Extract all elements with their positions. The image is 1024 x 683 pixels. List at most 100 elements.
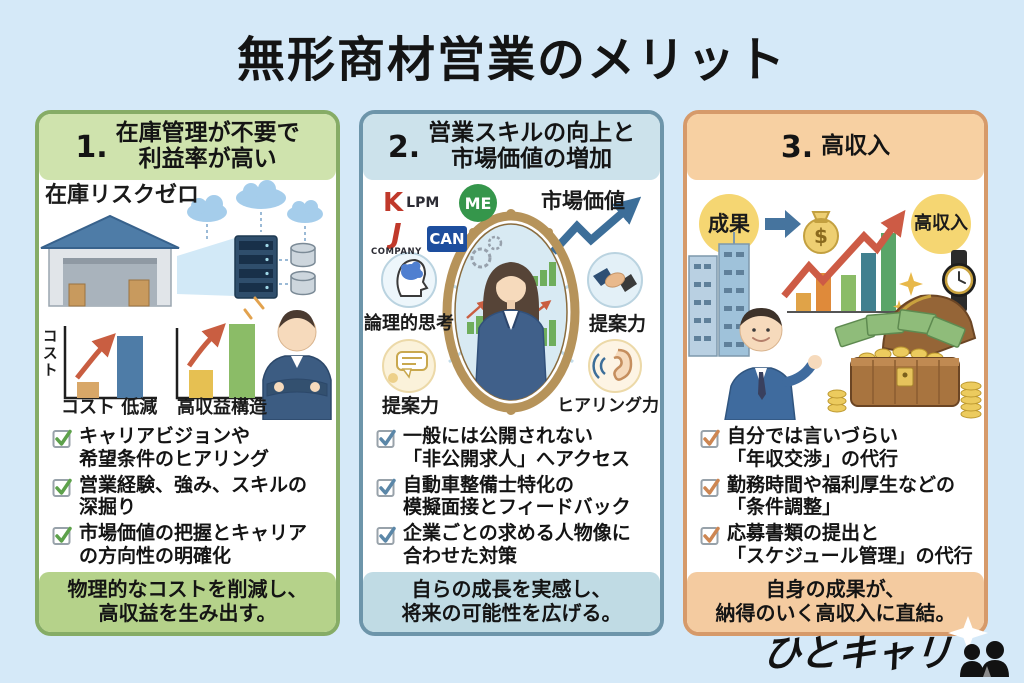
network-dashes bbox=[206, 212, 306, 285]
logo-k-letter: K bbox=[383, 188, 404, 218]
listening-ear-icon bbox=[588, 339, 642, 393]
cards-row: 1. 在庫管理が不要で 利益率が高い bbox=[35, 110, 989, 636]
card-illustration: 在庫リスクゼロ コスト コスト 低減 高収益構造 bbox=[39, 180, 336, 420]
skills-illustration-art bbox=[381, 196, 643, 415]
checklist-item: 企業ごとの求める人物像に 合わせた対策 bbox=[375, 522, 652, 568]
result-badge-label: 成果 bbox=[708, 212, 750, 236]
red-growth-arrow-icon bbox=[781, 209, 906, 299]
white-star-decoration-icon bbox=[948, 616, 988, 650]
right-arrow-icon bbox=[765, 210, 801, 238]
checklist-item: 勤務時間や福利厚生などの 「条件調整」 bbox=[699, 474, 976, 520]
cost-reduction-chart bbox=[63, 326, 157, 400]
brand-logo: ひとキャリ bbox=[761, 622, 1010, 677]
logo-j-company: J COMPANY bbox=[371, 220, 422, 257]
card-header: 2. 営業スキルの向上と 市場価値の増加 bbox=[363, 114, 660, 180]
card-heading: 高収入 bbox=[821, 133, 891, 160]
profit-chart-label: 高収益構造 bbox=[177, 397, 267, 418]
checklist-item: 応募書類の提出と 「スケジュール管理」の代行 bbox=[699, 522, 976, 568]
proposal-skill-left-label: 提案力 bbox=[382, 395, 440, 417]
income-badge-label: 高収入 bbox=[914, 213, 968, 234]
card-summary: 自身の成果が、 納得のいく高収入に直結。 bbox=[687, 572, 984, 632]
card-illustration: K LPM ME J COMPANY CAN 市場価値 論理的思考 提案力 提案… bbox=[363, 180, 660, 420]
card-inventory: 1. 在庫管理が不要で 利益率が高い bbox=[35, 110, 340, 636]
card-skills: 2. 営業スキルの向上と 市場価値の増加 bbox=[359, 110, 664, 636]
inventory-illustration-art bbox=[40, 180, 332, 420]
two-people-silhouette-icon bbox=[960, 641, 1009, 677]
coins-icon bbox=[827, 381, 982, 419]
card-header: 1. 在庫管理が不要で 利益率が高い bbox=[39, 114, 336, 180]
card-checklist: 一般には公開されない 「非公開求人」へアクセス 自動車整備士特化の 模擬面接とフ… bbox=[363, 420, 660, 572]
money-bag-icon: $ bbox=[803, 211, 839, 254]
card-number: 3. bbox=[780, 129, 814, 165]
listening-skill-label: ヒアリング力 bbox=[557, 396, 659, 416]
growth-arrow-icon bbox=[550, 196, 642, 255]
checklist-text: 営業経験、強み、スキルの 深掘り bbox=[79, 473, 308, 519]
cost-chart-label: コスト 低減 bbox=[61, 397, 158, 418]
brain-head-icon bbox=[381, 252, 437, 308]
logo-klpm: K LPM bbox=[383, 188, 439, 218]
card-summary: 自らの成長を実感し、 将来の可能性を広げる。 bbox=[363, 572, 660, 632]
warehouse-icon bbox=[40, 214, 180, 307]
checkbox-check-icon bbox=[52, 478, 72, 497]
logo-j-letter: J bbox=[391, 217, 402, 250]
logo-lpm-text: LPM bbox=[406, 195, 440, 211]
mirror-businesswoman-icon bbox=[442, 209, 580, 415]
checklist-item: 営業経験、強み、スキルの 深掘り bbox=[51, 474, 328, 520]
checklist-item: 自分では言いづらい 「年収交渉」の代行 bbox=[699, 425, 976, 471]
brand-logo-text: ひとキャリ bbox=[761, 631, 954, 675]
logo-me: ME bbox=[459, 184, 497, 222]
high-profit-chart bbox=[175, 323, 269, 400]
dollar-symbol: $ bbox=[814, 224, 828, 248]
market-value-label: 市場価値 bbox=[541, 189, 625, 213]
card-summary: 物理的なコストを削減し、 高収益を生み出す。 bbox=[39, 572, 336, 632]
cloud-icons bbox=[187, 180, 323, 223]
logo-company-text: COMPANY bbox=[371, 247, 422, 257]
card-checklist: 自分では言いづらい 「年収交渉」の代行 勤務時間や福利厚生などの 「条件調整」 … bbox=[687, 420, 984, 572]
card-header: 3. 高収入 bbox=[687, 114, 984, 180]
card-illustration: $ bbox=[687, 180, 984, 420]
checkbox-check-icon bbox=[700, 478, 720, 497]
checklist-text: 応募書類の提出と 「スケジュール管理」の代行 bbox=[727, 522, 973, 567]
logo-can: CAN bbox=[427, 226, 467, 252]
database-icon bbox=[290, 242, 316, 296]
checkbox-check-icon bbox=[52, 429, 72, 448]
result-badge-circle bbox=[699, 194, 759, 254]
checklist-item: 一般には公開されない 「非公開求人」へアクセス bbox=[375, 425, 652, 471]
checklist-item: キャリアビジョンや 希望条件のヒアリング bbox=[51, 425, 328, 471]
card-number: 1. bbox=[75, 129, 108, 165]
treasure-chest-icon bbox=[834, 294, 977, 407]
office-building-icon bbox=[688, 232, 750, 357]
cost-axis-label: コスト bbox=[40, 328, 59, 379]
checklist-text: 企業ごとの求める人物像に 合わせた対策 bbox=[403, 522, 631, 567]
checklist-text: 自分では言いづらい 「年収交渉」の代行 bbox=[727, 425, 899, 470]
card-number: 2. bbox=[387, 129, 421, 165]
page-title: 無形商材営業のメリット bbox=[236, 32, 787, 88]
checklist-item: 市場価値の把握とキャリア の方向性の明確化 bbox=[51, 522, 328, 568]
checklist-text: キャリアビジョンや 希望条件のヒアリング bbox=[79, 425, 270, 470]
income-illustration-art: $ bbox=[688, 194, 982, 420]
proposal-skill-right-label: 提案力 bbox=[589, 313, 647, 335]
handshake-icon bbox=[587, 252, 643, 308]
logical-thinking-label: 論理的思考 bbox=[364, 313, 454, 334]
businessman-presenting-icon bbox=[724, 308, 822, 420]
zero-inventory-caption: 在庫リスクゼロ bbox=[45, 183, 200, 208]
checkbox-check-icon bbox=[700, 429, 720, 448]
data-beam bbox=[177, 238, 235, 296]
server-rack-icon bbox=[234, 235, 278, 299]
checkbox-check-icon bbox=[376, 478, 396, 497]
checkbox-check-icon bbox=[376, 429, 396, 448]
speech-bubble-icon bbox=[382, 339, 436, 393]
rising-bar-chart-icon bbox=[787, 233, 905, 313]
checkbox-check-icon bbox=[52, 526, 72, 546]
checklist-text: 自動車整備士特化の 模擬面接とフィードバック bbox=[403, 473, 631, 519]
card-checklist: キャリアビジョンや 希望条件のヒアリング 営業経験、強み、スキルの 深掘り 市場… bbox=[39, 420, 336, 572]
checklist-text: 勤務時間や福利厚生などの 「条件調整」 bbox=[727, 473, 956, 519]
checklist-item: 自動車整備士特化の 模擬面接とフィードバック bbox=[375, 474, 652, 520]
checkbox-check-icon bbox=[700, 526, 720, 546]
businessman-arms-crossed-icon bbox=[243, 296, 332, 420]
income-badge-circle bbox=[911, 194, 971, 254]
card-income: 3. 高収入 bbox=[683, 110, 988, 636]
checklist-text: 一般には公開されない 「非公開求人」へアクセス bbox=[403, 425, 631, 470]
card-heading: 在庫管理が不要で 利益率が高い bbox=[115, 120, 300, 172]
